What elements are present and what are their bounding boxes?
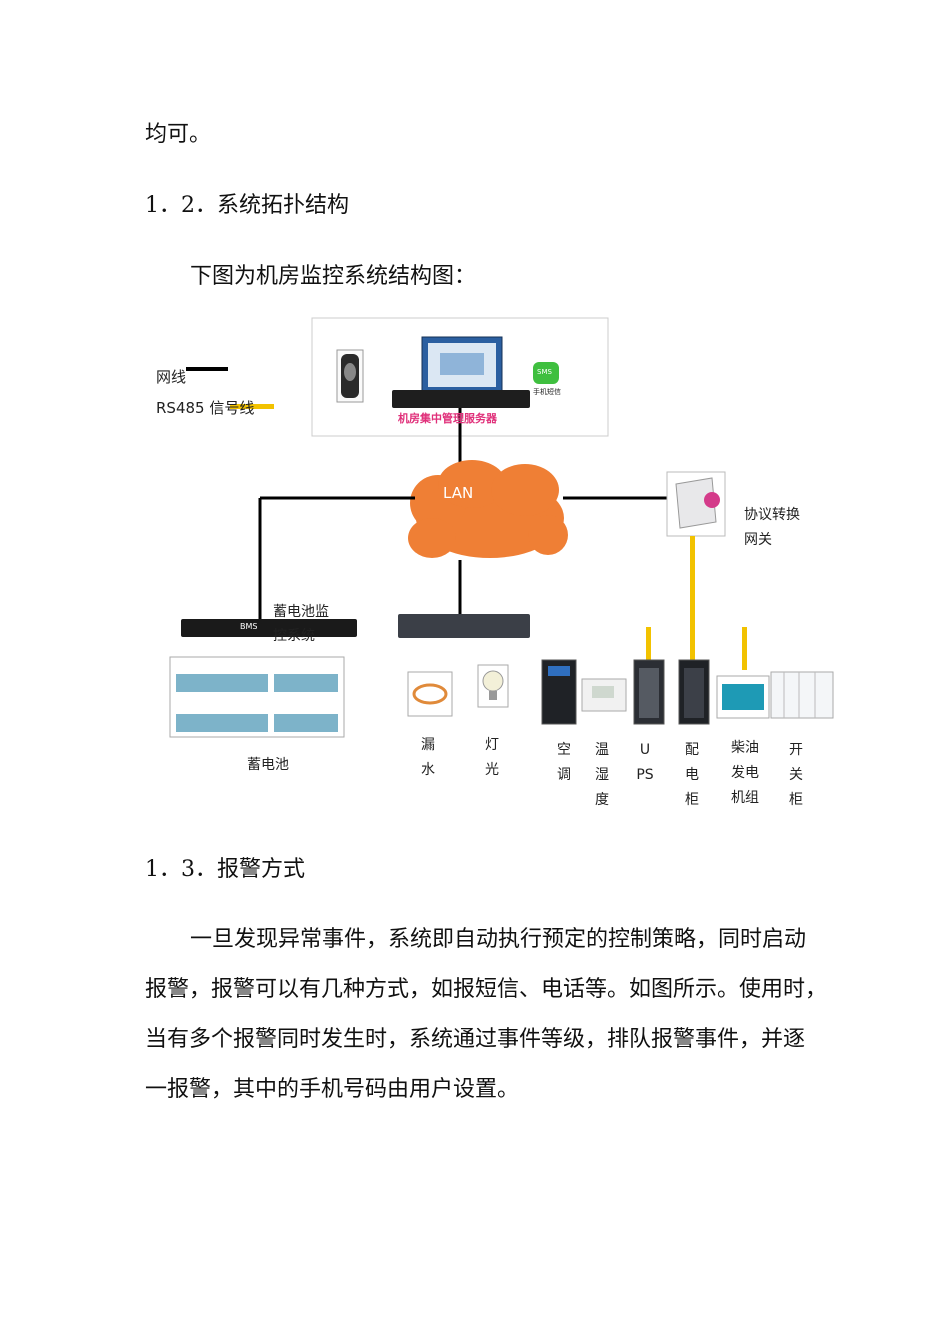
diagram-canvas — [169, 317, 834, 738]
light-label: 灯光 — [485, 737, 499, 778]
io-module-icon — [398, 614, 530, 638]
ups-cabinet-icon — [633, 659, 665, 725]
sms-icon — [533, 362, 559, 384]
temp-humidity-sensor-icon — [581, 678, 627, 712]
battery-bank-icon — [169, 656, 345, 738]
diesel-label-line3: 机组 — [731, 790, 759, 806]
sms-icon-text: SMS — [537, 368, 552, 376]
gateway-rs485-line — [690, 536, 695, 660]
diesel-label-line1: 柴油 — [731, 740, 759, 756]
bms-label-line2: 控系统 — [273, 628, 315, 644]
topology-diagram: 网线 RS485 信号线 机房集中管理服务器 SMS 手机短信 LAN 协议转换… — [156, 317, 834, 808]
distribution-cabinet-icon — [678, 659, 710, 725]
gateway-label-line2: 网关 — [744, 532, 772, 548]
legend-network-swatch — [186, 367, 228, 371]
topology-lead: 下图为机房监控系统结构图： — [190, 264, 477, 289]
pdu-label: 配电柜 — [685, 742, 699, 808]
leak-label: 漏水 — [421, 737, 435, 778]
intro-tail: 均可。 — [145, 122, 212, 147]
lan-label: LAN — [443, 484, 474, 502]
lan-cloud-icon — [408, 460, 568, 558]
bms-device-icon — [181, 619, 357, 637]
server-unit-icon — [392, 390, 530, 408]
bms-device-text: BMS — [240, 622, 258, 631]
section-heading-alarm: 1．3．报警方式 — [145, 857, 305, 882]
legend-rs485-label: RS485 信号线 — [156, 399, 255, 417]
mobile-phone-icon — [336, 349, 364, 403]
switch-cabinet-label: 开关柜 — [789, 742, 803, 808]
switch-cabinet-icon — [770, 671, 834, 719]
gateway-device-icon — [666, 471, 726, 537]
monitor-icon — [421, 336, 503, 394]
legend-network-label: 网线 — [156, 368, 187, 386]
water-leak-sensor-icon — [407, 671, 453, 717]
ups-label: UPS — [636, 742, 654, 783]
ac-label: 空调 — [557, 742, 571, 783]
section-heading-topology: 1．2．系统拓扑结构 — [145, 193, 349, 218]
alarm-paragraph-line-1: 一旦发现异常事件，系统即自动执行预定的控制策略，同时启动 — [190, 927, 807, 952]
air-conditioner-icon — [541, 659, 577, 725]
server-title-label: 机房集中管理服务器 — [398, 412, 497, 425]
diesel-generator-icon — [716, 675, 770, 719]
ups-rs485-stub — [646, 627, 651, 662]
light-bulb-icon — [477, 664, 509, 708]
battery-label: 蓄电池 — [247, 757, 289, 773]
bms-label-line1: 蓄电池监 — [273, 604, 329, 620]
diesel-label-line2: 发电 — [731, 765, 759, 781]
diesel-rs485-stub — [742, 627, 747, 670]
gateway-label-line1: 协议转换 — [744, 507, 800, 523]
legend-rs485-swatch — [230, 404, 274, 409]
alarm-paragraph-line-3: 当有多个报警同时发生时，系统通过事件等级，排队报警事件，并逐 — [145, 1027, 806, 1052]
sms-caption: 手机短信 — [533, 388, 561, 396]
temp-humidity-label: 温湿度 — [595, 742, 609, 808]
alarm-paragraph-line-2: 报警，报警可以有几种方式，如报短信、电话等。如图所示。使用时， — [145, 977, 828, 1002]
alarm-paragraph-line-4: 一报警，其中的手机号码由用户设置。 — [145, 1077, 520, 1102]
